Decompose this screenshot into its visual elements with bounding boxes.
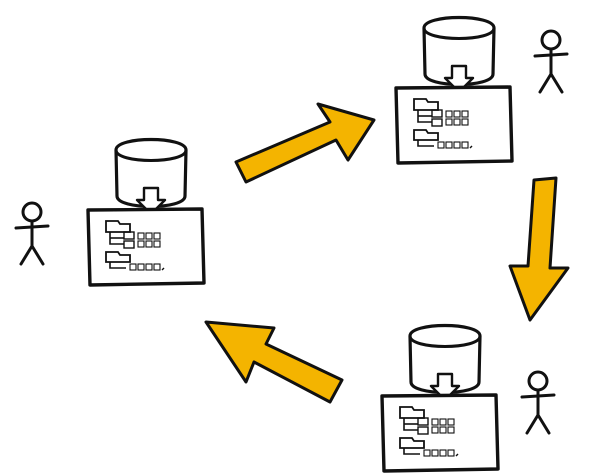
database-unit-bottom-right: [380, 323, 500, 473]
node-left: [14, 137, 206, 287]
stick-figure-bottom-right: [520, 370, 556, 435]
flow-arrow-bottom-right-to-left: [204, 320, 344, 404]
database-unit-left: [86, 137, 206, 287]
database-unit-top-right: [394, 15, 514, 165]
flow-arrow-left-to-top-right: [234, 102, 376, 184]
stick-figure-top-right: [533, 29, 569, 94]
node-bottom-right: [380, 323, 556, 473]
flow-arrow-top-right-to-bottom-right: [508, 176, 570, 322]
stick-figure-left: [14, 201, 50, 266]
node-top-right: [394, 15, 569, 165]
